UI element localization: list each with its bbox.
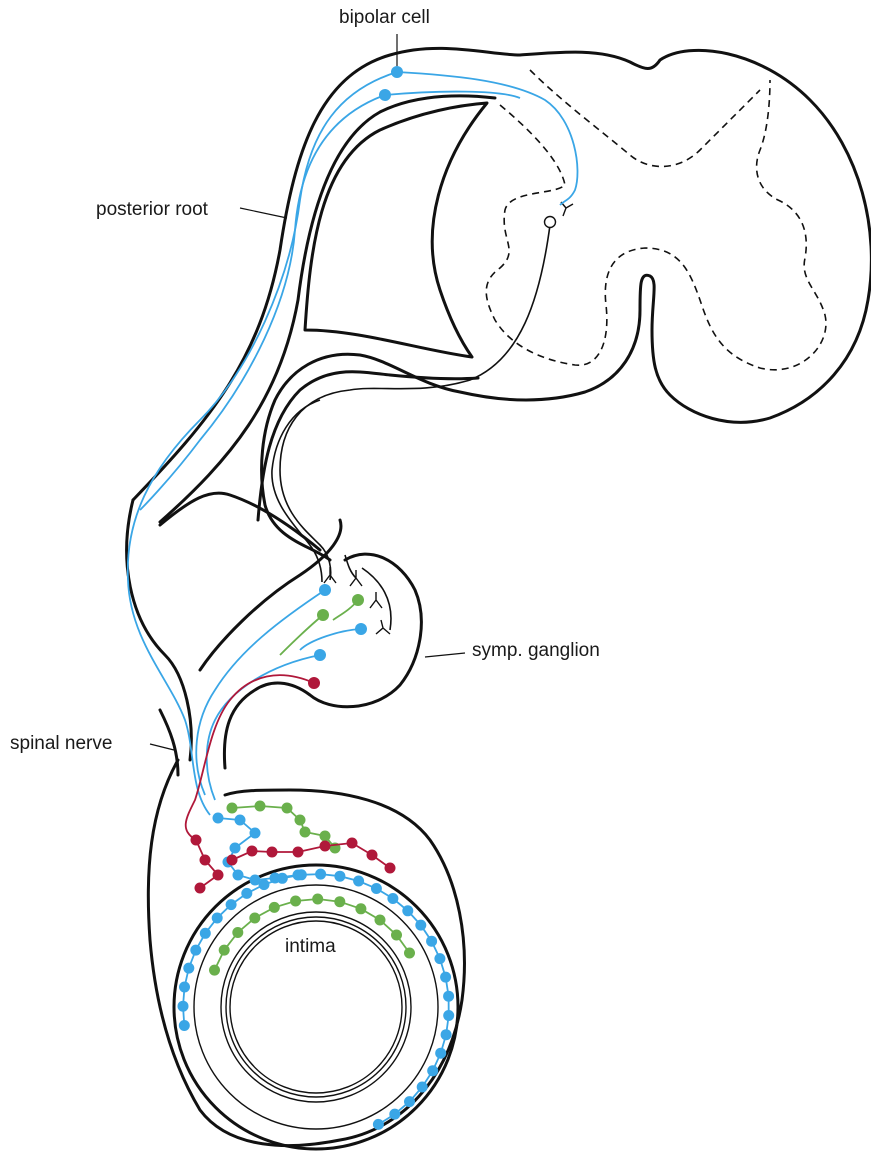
preganglionic-fibers <box>280 600 358 655</box>
sensory-ring-chain-node <box>353 876 364 887</box>
sensory-ring-chain-node <box>427 1065 438 1076</box>
dorsal-cavity <box>305 103 487 357</box>
synapse-circle <box>545 217 556 228</box>
sensory-ring-chain-node <box>178 1001 189 1012</box>
preganglionic-entry-chain-node <box>295 815 306 826</box>
sensory-ring-chain-node <box>315 869 326 880</box>
sensory-ring-chain-node <box>443 1010 454 1021</box>
postganglionic-chain-b-node <box>267 847 278 858</box>
preganglionic-entry-chain-node <box>255 801 266 812</box>
preganglionic-ring-chain-node <box>355 903 366 914</box>
preganglionic-entry-chain-node <box>227 803 238 814</box>
sensory-entry-chain-node <box>293 870 304 881</box>
bipolar-cell-body <box>391 66 403 78</box>
preganglionic-entry-chain-node <box>282 803 293 814</box>
ganglion-and-nerve <box>127 500 422 775</box>
sensory-entry-chain-node <box>230 843 241 854</box>
sensory-ring-chain-node <box>415 920 426 931</box>
sensory-ring-chain-node <box>417 1082 428 1093</box>
spinal-nerve-label: spinal nerve <box>10 734 112 753</box>
sensory-ring-chain-node <box>183 963 194 974</box>
sensory-ring-chain-node <box>226 899 237 910</box>
preganglionic-ring-chain-node <box>334 896 345 907</box>
intima-label: intima <box>285 937 336 956</box>
spinal-cord-outline <box>133 48 871 560</box>
preganglionic-ring-chain-node <box>269 902 280 913</box>
postganglionic-chain-a-node <box>200 855 211 866</box>
preganglionic-entry-chain-node <box>320 831 331 842</box>
sensory-ring-chain-node <box>402 905 413 916</box>
sensory-ring-chain-node <box>200 928 211 939</box>
spinal-nerve-outer <box>127 500 192 760</box>
preganglionic-ring-chain-node <box>232 927 243 938</box>
terminal-endings <box>324 202 573 634</box>
postganglionic-chain-b-node <box>227 855 238 866</box>
anterior-root-outer <box>258 372 478 520</box>
sensory-ring-chain-node <box>371 883 382 894</box>
postganglionic-chain-b-node <box>320 841 331 852</box>
anterior-root-double-line <box>272 225 550 630</box>
posterior-root-inner-edge <box>160 96 495 522</box>
sensory-entry-chain-node <box>270 873 281 884</box>
postganglionic-chain-b-node <box>385 863 396 874</box>
preganglionic-ring-chain-node <box>375 915 386 926</box>
sensory-ring-chain-node <box>373 1119 384 1130</box>
sensory-ring-chain-node <box>389 1109 400 1120</box>
preganglionic-ring-chain-node <box>404 948 415 959</box>
preganglionic-entry-chain-node <box>300 827 311 838</box>
preganglionic-ring-chain-node <box>391 930 402 941</box>
sensory-ring-chain <box>178 869 455 1130</box>
preganglionic-ring-chain-node <box>312 894 323 905</box>
sensory-ring-chain-node <box>404 1096 415 1107</box>
sensory-ring-chain-node <box>179 1020 190 1031</box>
sensory-ring-chain-node <box>440 972 451 983</box>
anterior-root-lower <box>200 520 341 670</box>
sensory-ring-chain-node <box>434 953 445 964</box>
sensory-ring-chain-node <box>179 982 190 993</box>
posterior-root-label: posterior root <box>96 200 208 219</box>
sensory-entry-chain <box>213 813 304 886</box>
postganglionic-chain-a-node <box>195 883 206 894</box>
postganglionic-chain-b-node <box>293 847 304 858</box>
gray-matter-boundary <box>486 70 826 370</box>
sensory-entry-chain-node <box>213 813 224 824</box>
preganglionic-ring-chain-node <box>209 965 220 976</box>
sensory-ring-chain-node <box>443 991 454 1002</box>
sensory-ring-chain-node <box>212 913 223 924</box>
sensory-entry-chain-node <box>233 870 244 881</box>
sensory-ring-chain-node <box>190 945 201 956</box>
sensory-entry-chain-node <box>235 815 246 826</box>
postganglionic-chain-a-node <box>213 870 224 881</box>
sensory-fibers <box>128 72 578 815</box>
sensory-entry-chain-node <box>250 828 261 839</box>
sensory-ring-chain-node <box>387 893 398 904</box>
sensory-ring-chain-node <box>441 1029 452 1040</box>
sensory-ring-chain-node <box>426 936 437 947</box>
vessel-media-outer <box>174 865 458 1149</box>
postganglionic-chain-b-node <box>367 850 378 861</box>
postganglionic-chain-b-node <box>347 838 358 849</box>
bipolar-cell-label: bipolar cell <box>339 8 430 27</box>
preganglionic-ring-chain-node <box>219 945 230 956</box>
postganglionic-chain-b-node <box>247 846 258 857</box>
postganglionic-chain-b <box>227 838 396 874</box>
sensory-ring-chain-node <box>241 888 252 899</box>
preganglionic-ring-chain-node <box>290 896 301 907</box>
preganglionic-ring-chain-node <box>249 913 260 924</box>
symp-ganglion-label: symp. ganglion <box>472 641 600 660</box>
postganglionic-chain-a-node <box>191 835 202 846</box>
sensory-entry-chain-node <box>250 875 261 886</box>
postganglionic-chain-a <box>191 835 224 894</box>
sensory-ring-chain-node <box>435 1048 446 1059</box>
sensory-ring-chain-node <box>334 871 345 882</box>
